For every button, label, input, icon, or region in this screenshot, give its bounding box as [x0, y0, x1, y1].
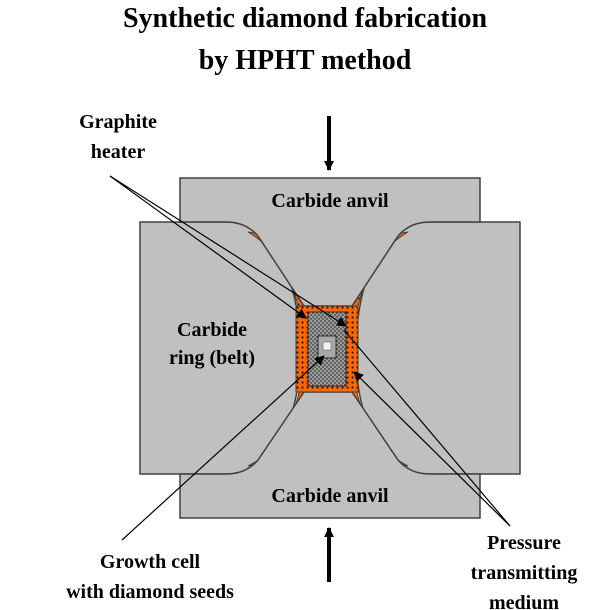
growth-label-line-2: with diamond seeds [66, 581, 234, 603]
top-anvil-label: Carbide anvil [271, 190, 389, 212]
title-line-1: Synthetic diamond fabrication [122, 3, 488, 34]
pressure-leader-2 [343, 329, 511, 527]
ring-label-line-1: Carbide [177, 319, 247, 341]
bottom-anvil-label: Carbide anvil [271, 485, 389, 507]
ring-label-line-2: ring (belt) [169, 347, 255, 369]
growth-cell-leader [121, 355, 325, 541]
title-line-2: by HPHT method [198, 45, 412, 76]
heater-leader-2 [109, 175, 347, 327]
pressure-label-line-3: medium [489, 592, 559, 610]
heater-label-line-2: heater [91, 141, 146, 163]
pressure-label-line-1: Pressure [487, 532, 561, 554]
pressure-label-line-2: transmitting [471, 562, 578, 584]
pressure-leader-1 [353, 371, 511, 527]
growth-label-line-1: Growth cell [100, 551, 201, 573]
heater-leader [109, 175, 307, 319]
diamond-seed [322, 341, 332, 351]
heater-label-line-1: Graphite [79, 111, 157, 133]
